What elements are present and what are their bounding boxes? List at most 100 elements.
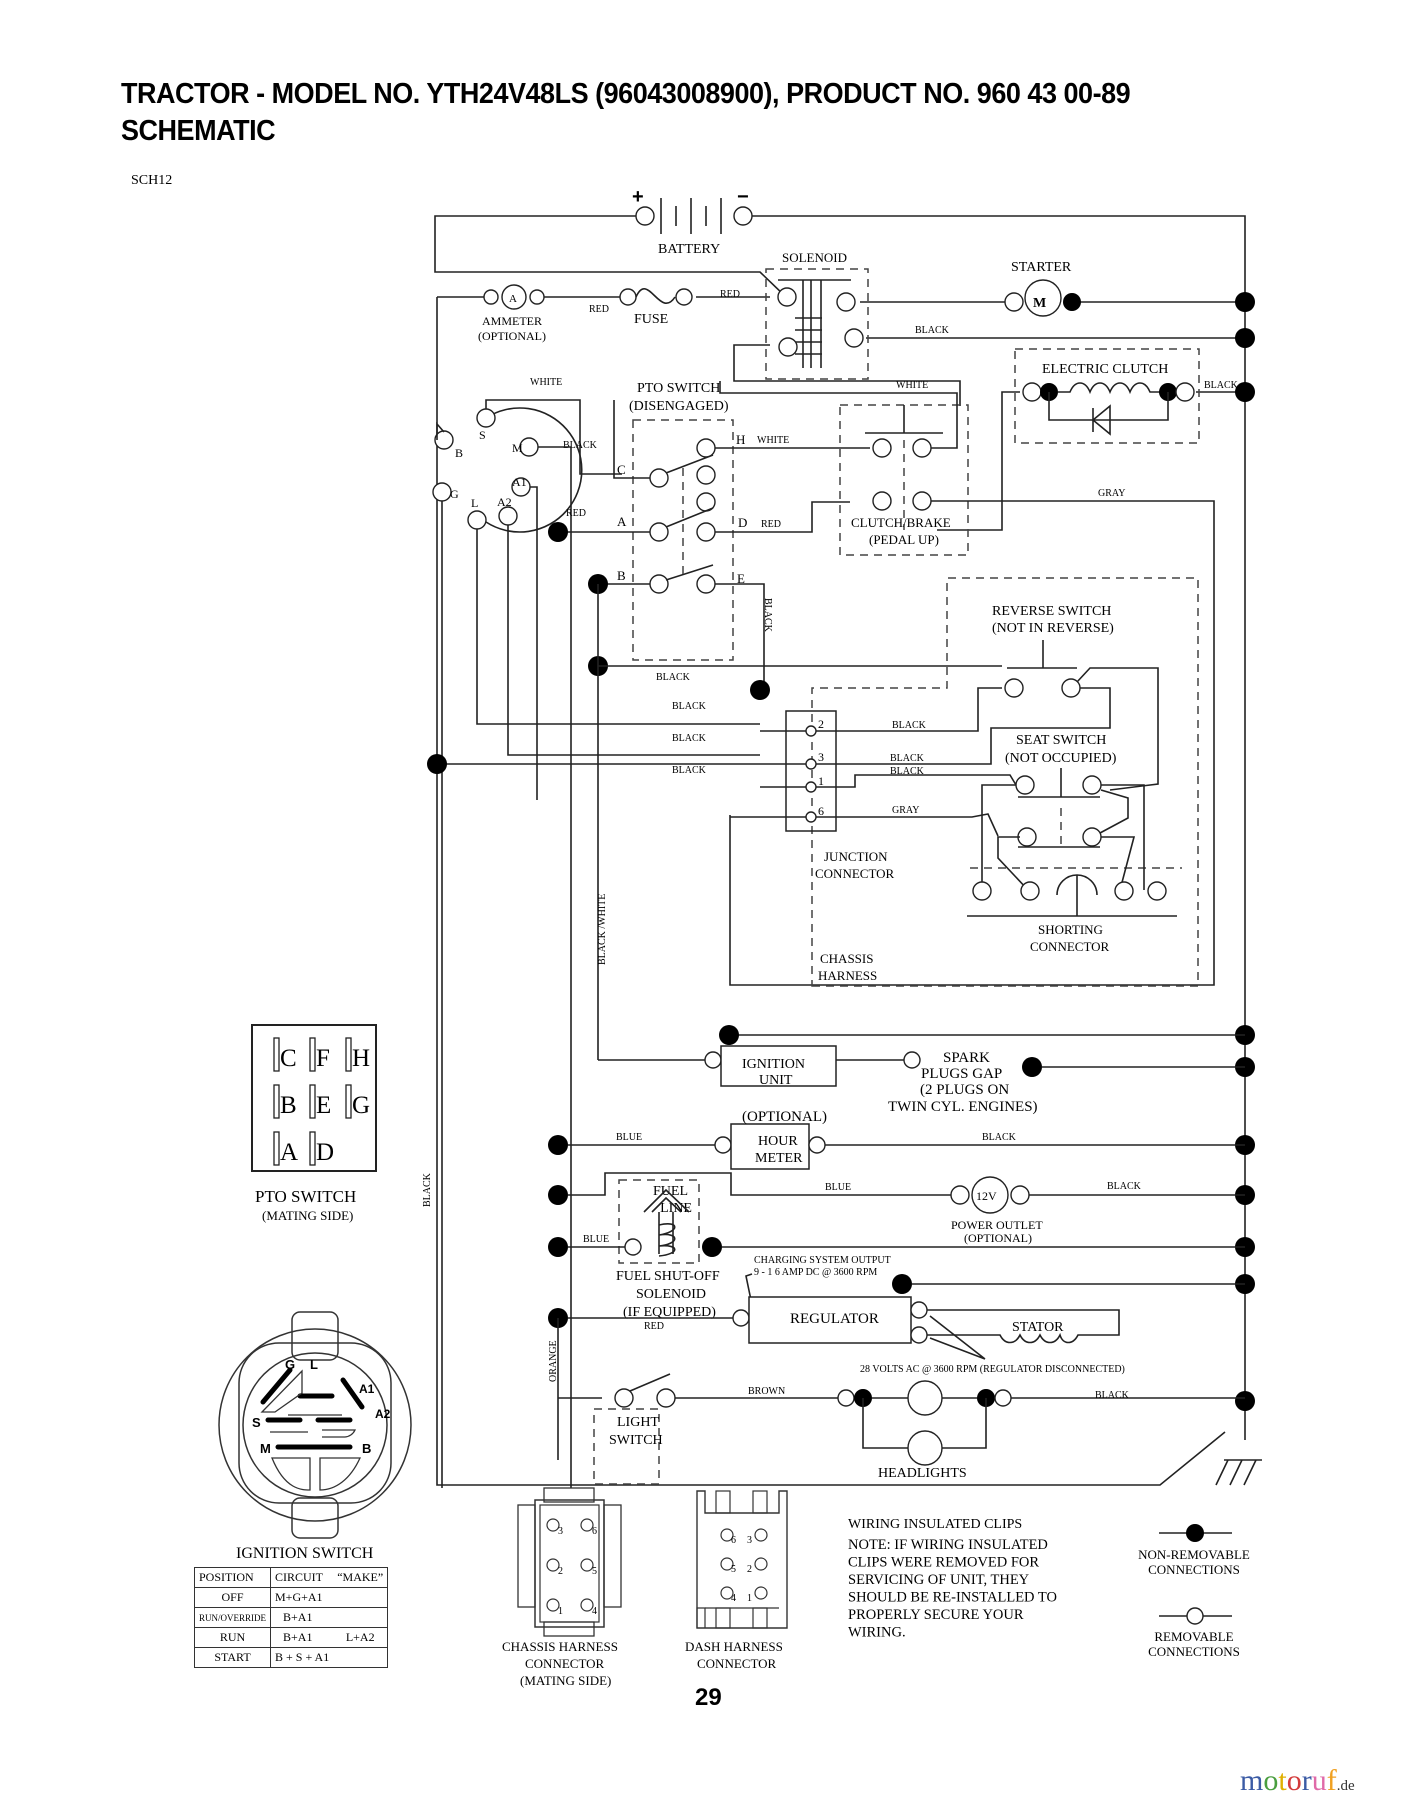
chassis-harness: CHASSIS HARNESS xyxy=(811,577,1199,987)
watermark-letter: f xyxy=(1326,1764,1337,1797)
ignition-unit-label2: UNIT xyxy=(759,1073,793,1088)
schematic-code: SCH12 xyxy=(131,173,173,188)
dash-pin-label: 2 xyxy=(747,1564,752,1575)
pto-mating-pin-label: A xyxy=(280,1139,298,1166)
stator-label: STATOR xyxy=(1012,1320,1064,1335)
battery: + − BATTERY xyxy=(632,186,753,257)
battery-label: BATTERY xyxy=(658,242,720,257)
dash-pin xyxy=(720,1557,734,1571)
pto-mating-pin-label: C xyxy=(280,1045,297,1072)
legend-nonremovable-2: CONNECTIONS xyxy=(1148,1562,1240,1577)
pto-terminal-b: B xyxy=(617,568,626,583)
wire-label-red: RED xyxy=(720,289,740,300)
clips-note-line: WIRING. xyxy=(848,1625,906,1641)
pto-mating-blade xyxy=(309,1131,316,1166)
legend: NON-REMOVABLE CONNECTIONS REMOVABLE CONN… xyxy=(1138,1524,1250,1659)
jc-pin-2: 2 xyxy=(818,717,824,731)
chassis-pin-label: 5 xyxy=(592,1566,597,1577)
chassis-harness-label1: CHASSIS xyxy=(820,951,873,966)
starter-symbol: M xyxy=(1033,296,1046,311)
wire-label-black: BLACK xyxy=(422,1172,433,1207)
pto-mating-blade xyxy=(309,1037,316,1072)
chassis-pin-label: 4 xyxy=(592,1606,597,1617)
junction-connector: 2 3 1 6 JUNCTION CONNECTOR xyxy=(785,710,895,881)
watermark-letter: t xyxy=(1278,1764,1287,1797)
shorting-label2: CONNECTOR xyxy=(1030,939,1110,954)
ignition-unit-label1: IGNITION xyxy=(742,1057,805,1072)
cell-position: RUN xyxy=(194,1627,271,1648)
ign-face-m: M xyxy=(260,1441,271,1456)
power-outlet: 12V POWER OUTLET (OPTIONAL) BLUE BLACK xyxy=(548,1172,1245,1245)
fuel-shutoff-label3: (IF EQUIPPED) xyxy=(623,1305,716,1320)
cell-make xyxy=(333,1647,389,1668)
watermark-letter: m xyxy=(1240,1764,1264,1797)
pto-mating-label2: (MATING SIDE) xyxy=(262,1208,353,1223)
pto-mating-pin-label: E xyxy=(316,1092,331,1119)
clutch-brake-switch: CLUTCH/BRAKE (PEDAL UP) WHITE GRAY xyxy=(719,380,1215,986)
chassis-pin xyxy=(580,1518,594,1532)
spark-line1: SPARK xyxy=(943,1050,990,1066)
wire-label-black-vertical: BLACK xyxy=(762,598,773,633)
table-header-row: POSITION CIRCUIT “MAKE” xyxy=(194,1567,389,1588)
fuse-label: FUSE xyxy=(634,312,668,327)
dash-pin-label: 5 xyxy=(731,1564,736,1575)
jc-label1: JUNCTION xyxy=(824,849,888,864)
dash-pin xyxy=(720,1528,734,1542)
wire-label-black: BLACK xyxy=(892,720,927,731)
dash-pin-label: 3 xyxy=(747,1535,752,1546)
jc-label2: CONNECTOR xyxy=(815,866,895,881)
cell-make xyxy=(333,1587,389,1608)
cell-position: OFF xyxy=(194,1587,271,1608)
fuel-shutoff-solenoid: FUEL LINE BLUE FUEL SHUT-OFF SOLENOID (I… xyxy=(548,1179,1245,1320)
pto-terminal-c: C xyxy=(617,462,626,477)
pto-terminal-d: D xyxy=(738,515,747,530)
headlights-label: HEADLIGHTS xyxy=(878,1466,967,1481)
pto-terminal-e: E xyxy=(737,571,745,586)
cell-position: RUN/OVERRIDE xyxy=(194,1607,271,1628)
pto-mating-pin-label: G xyxy=(352,1092,370,1119)
clutch-brake-label: CLUTCH/BRAKE xyxy=(851,515,951,530)
fuel-shutoff-label2: SOLENOID xyxy=(636,1287,706,1302)
wire-label-black: BLACK xyxy=(672,733,707,744)
clips-note: WIRING INSULATED CLIPS NOTE: IF WIRING I… xyxy=(848,1517,1057,1641)
ign-terminal-g: G xyxy=(450,487,459,501)
table-row: RUN B+A1 L+A2 xyxy=(194,1627,389,1648)
ignition-position-table: POSITION CIRCUIT “MAKE” OFF M+G+A1 RUN/O… xyxy=(194,1567,389,1668)
wire-label-gray: GRAY xyxy=(892,805,919,816)
pto-terminal-h: H xyxy=(736,432,745,447)
ign-face-l: L xyxy=(310,1357,318,1372)
wire-label-red: RED xyxy=(589,304,609,315)
pto-mating-blade xyxy=(345,1084,352,1119)
clips-note-line: SERVICING OF UNIT, THEY xyxy=(848,1572,1030,1588)
pto-terminal-a: A xyxy=(617,514,627,529)
watermark-letter: o xyxy=(1286,1764,1302,1797)
watermark-letter: r xyxy=(1301,1764,1312,1797)
table-row: OFF M+G+A1 xyxy=(194,1587,389,1608)
pto-mating-blade xyxy=(273,1084,280,1119)
legend-removable-1: REMOVABLE xyxy=(1154,1629,1233,1644)
dash-pin xyxy=(754,1528,768,1542)
wire-label-black: BLACK xyxy=(982,1132,1017,1143)
cell-circuit: B+A1 xyxy=(270,1627,334,1648)
table-row: START B + S + A1 xyxy=(194,1647,389,1668)
wire-label-black: BLACK xyxy=(672,701,707,712)
ignition-switch-label: IGNITION SWITCH xyxy=(236,1545,374,1562)
pto-mating-pin-label: H xyxy=(352,1045,370,1072)
chassis-pin xyxy=(580,1598,594,1612)
chassis-pin xyxy=(546,1558,560,1572)
table-row: RUN/OVERRIDE B+A1 xyxy=(194,1607,389,1628)
ignition-unit: IGNITION UNIT xyxy=(598,1045,921,1088)
wire-label-orange: ORANGE xyxy=(548,1340,559,1382)
wire-label-black: BLACK xyxy=(1204,380,1239,391)
spark-line4: TWIN CYL. ENGINES) xyxy=(888,1099,1038,1115)
clutch-brake-state: (PEDAL UP) xyxy=(869,532,939,547)
reverse-switch-label: REVERSE SWITCH xyxy=(992,604,1111,619)
seat-switch: SEAT SWITCH (NOT OCCUPIED) xyxy=(967,733,1182,917)
legend-removable-2: CONNECTIONS xyxy=(1148,1644,1240,1659)
watermark-suffix: .de xyxy=(1336,1778,1355,1794)
starter-label: STARTER xyxy=(1011,260,1072,275)
spark-line2: PLUGS GAP xyxy=(921,1066,1002,1082)
spark-line3: (2 PLUGS ON xyxy=(920,1082,1009,1098)
dash-pin-label: 1 xyxy=(747,1593,752,1604)
